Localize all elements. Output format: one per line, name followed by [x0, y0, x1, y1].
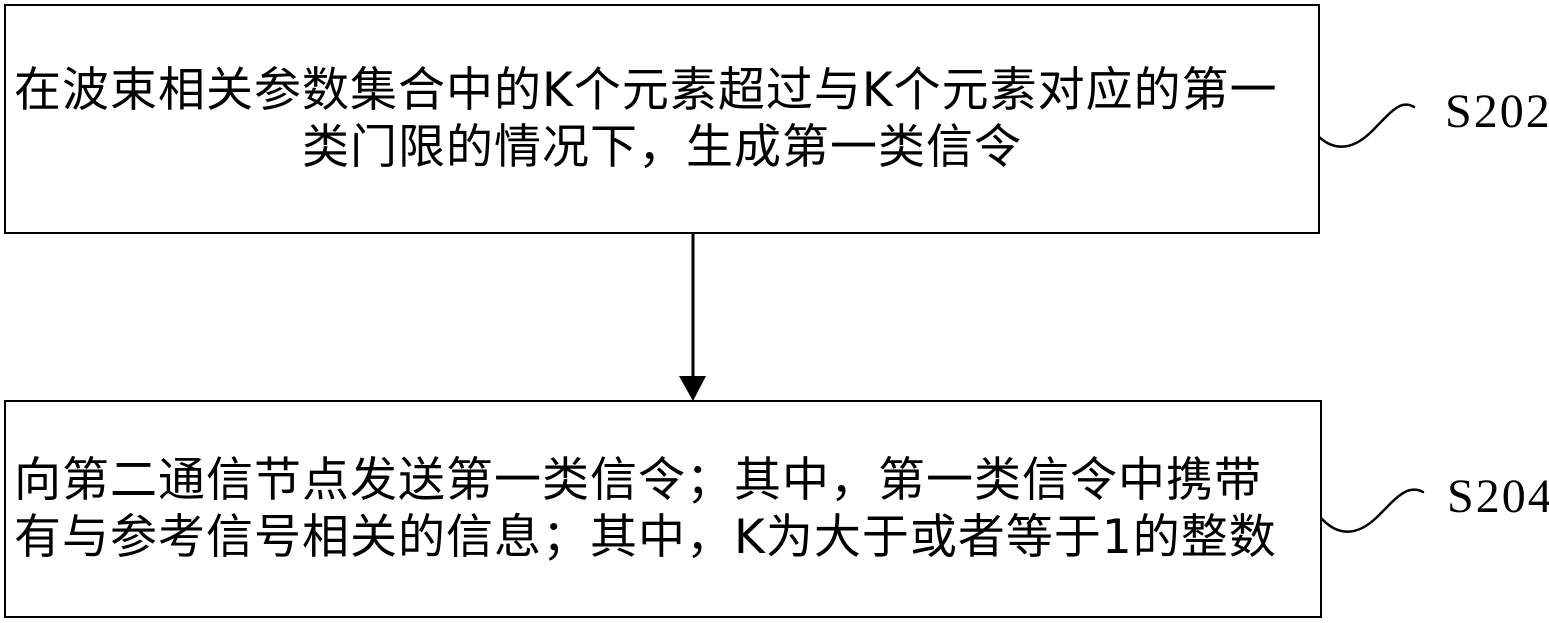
step-s202-text-line-1: 在波束相关参数集合中的K个元素超过与K个元素对应的第一 — [14, 63, 1278, 118]
step-s204-text-line-2: 有与参考信号相关的信息；其中，K为大于或者等于1的整数 — [14, 510, 1277, 565]
step-s204-text-line-1: 向第二通信节点发送第一类信令；其中，第一类信令中携带 — [14, 453, 1262, 508]
step-label-s202: S202 — [1445, 85, 1549, 138]
step-label-s204: S204 — [1447, 470, 1549, 523]
squiggle-connector-s202 — [1314, 103, 1416, 148]
down-arrow-icon — [679, 376, 706, 401]
step-s202-text-line-2: 类门限的情况下，生成第一类信令 — [302, 120, 1022, 175]
flowchart-step-box-s204: 向第二通信节点发送第一类信令；其中，第一类信令中携带 有与参考信号相关的信息；其… — [4, 400, 1322, 618]
squiggle-connector-s204 — [1320, 488, 1425, 533]
flowchart-step-box-s202: 在波束相关参数集合中的K个元素超过与K个元素对应的第一 类门限的情况下，生成第一… — [4, 4, 1320, 234]
